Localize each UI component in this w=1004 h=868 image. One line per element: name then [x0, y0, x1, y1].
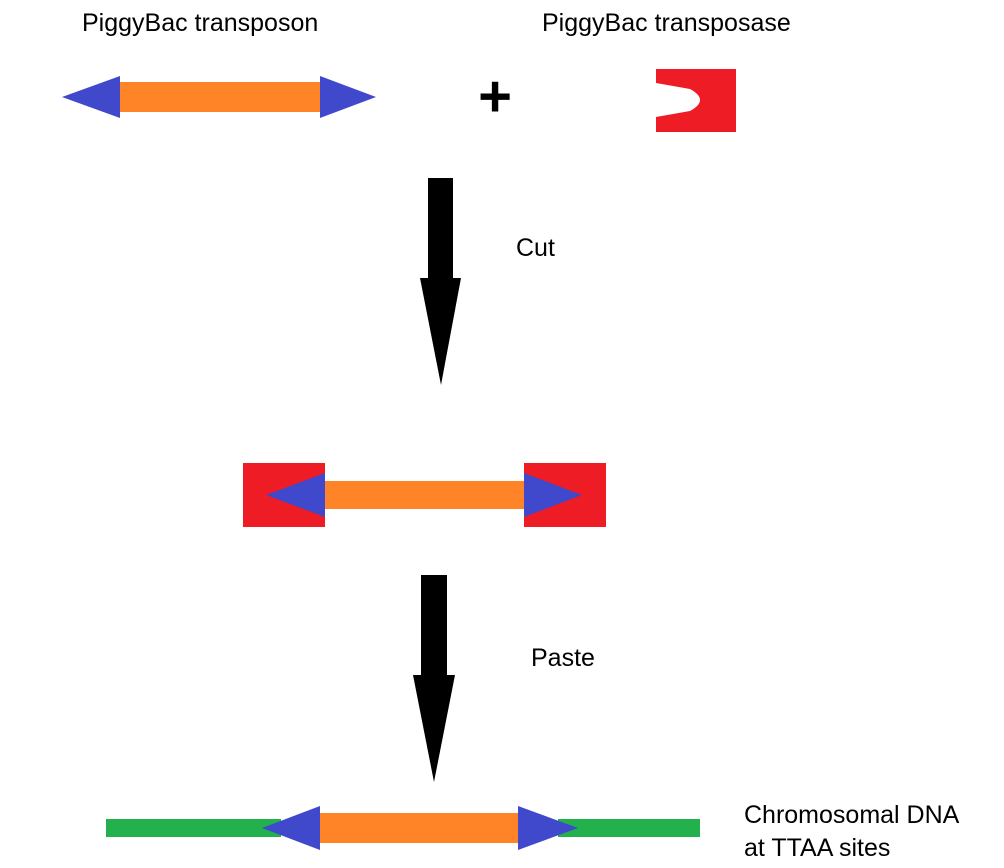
integrated-transposon	[106, 806, 700, 850]
chromosomal-dna-label-line2: at TTAA sites	[744, 834, 890, 862]
transposase-enzyme	[656, 69, 736, 132]
cut-arrow-shaft	[428, 178, 453, 286]
complex-left-itr	[266, 473, 325, 517]
transposon-top	[62, 76, 376, 118]
plus-sign: +	[478, 64, 512, 129]
paste-arrow	[413, 575, 455, 782]
complex-right-itr	[524, 473, 582, 517]
integrated-cargo-bar	[317, 813, 523, 843]
paste-label: Paste	[531, 644, 595, 672]
cut-arrow	[420, 178, 461, 385]
paste-arrow-shaft	[421, 575, 447, 685]
cut-arrow-head	[420, 278, 461, 385]
transposon-left-itr	[62, 76, 120, 118]
integrated-right-itr	[518, 806, 578, 850]
paste-arrow-head	[413, 675, 455, 782]
cut-label: Cut	[516, 234, 555, 262]
transposon-right-itr	[320, 76, 376, 118]
transposon-label: PiggyBac transposon	[82, 9, 318, 37]
transposase-label: PiggyBac transposase	[542, 9, 791, 37]
excised-complex	[243, 463, 606, 527]
transposase-notch	[656, 83, 700, 117]
transposon-cargo-bar	[118, 82, 324, 112]
chromosome-right	[558, 819, 700, 837]
chromosomal-dna-label-line1: Chromosomal DNA	[744, 801, 960, 829]
complex-cargo-bar	[322, 481, 527, 509]
integrated-left-itr	[262, 806, 320, 850]
chromosome-left	[106, 819, 281, 837]
